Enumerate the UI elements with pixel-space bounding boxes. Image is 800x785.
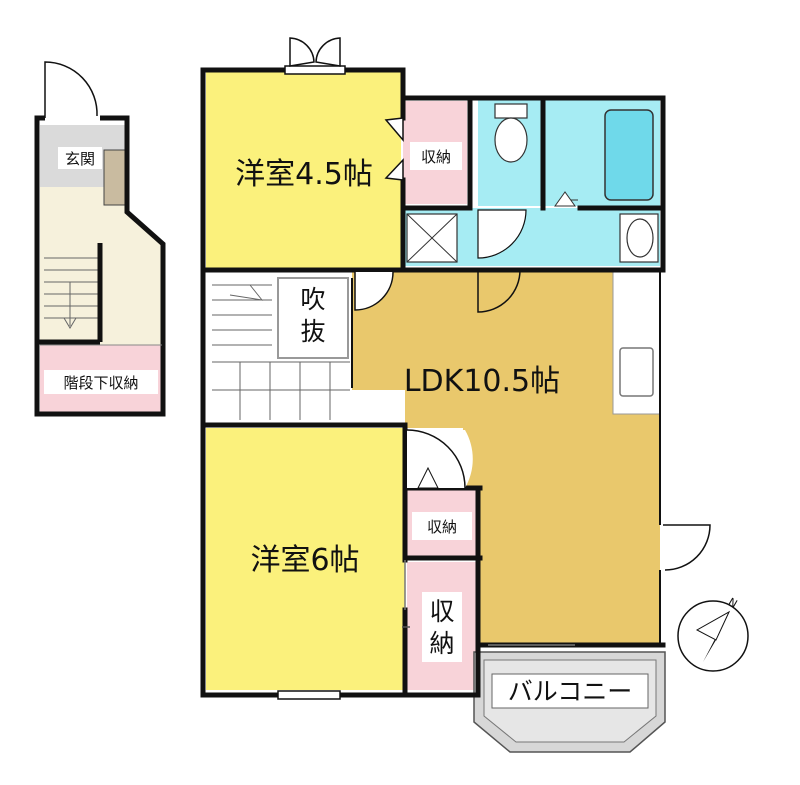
top-window [284, 65, 346, 75]
stair-storage-label: 階段下収納 [63, 374, 138, 392]
western-6-floor [206, 428, 405, 690]
fukinuke-frame [277, 277, 349, 359]
bathtub [604, 109, 654, 201]
ldk-label: LDK10.5帖 [404, 364, 560, 399]
storage-tall-label-2: 納 [429, 629, 454, 658]
toilet-tank [494, 103, 528, 119]
stair-storage-label-bg [44, 370, 158, 394]
storage-tall-label-bg [422, 592, 462, 662]
entry-wall-outline [34, 115, 166, 417]
genkan-label-bg [58, 147, 102, 169]
ldk-floor [352, 272, 660, 645]
compass: N [677, 595, 749, 672]
storage-mid-label: 収納 [427, 518, 457, 536]
western-45-label: 洋室4.5帖 [235, 157, 373, 192]
western-45-floor [206, 72, 401, 270]
fukinuke-label-1: 吹 [300, 285, 325, 314]
fixtures [212, 103, 659, 420]
bottom-window [277, 690, 341, 700]
thin-walls [351, 270, 661, 645]
fukinuke-label-2: 抜 [300, 317, 325, 346]
main-walls [200, 67, 666, 698]
storage-tall-label-1: 収 [429, 597, 454, 626]
main-stairs [212, 284, 350, 420]
storage-top-label-bg [410, 142, 462, 170]
genkan-label: 玄関 [65, 150, 95, 168]
doors [277, 37, 711, 700]
sink [619, 347, 654, 397]
entry-block: 玄関 階段下収納 [34, 61, 166, 417]
western-6-label: 洋室6帖 [250, 543, 359, 578]
shoe-box [103, 149, 127, 206]
balcony-label: バルコニー [508, 677, 633, 706]
entrance-door [44, 61, 98, 118]
storage-mid-label-bg [412, 512, 472, 540]
labels: 洋室4.5帖 収納 吹 抜 LDK10.5帖 洋室6帖 収納 収 納 バルコニー [235, 142, 649, 709]
storage-top-label: 収納 [421, 148, 451, 166]
toilet-bowl [494, 117, 528, 163]
balcony-label-bg [491, 673, 649, 709]
